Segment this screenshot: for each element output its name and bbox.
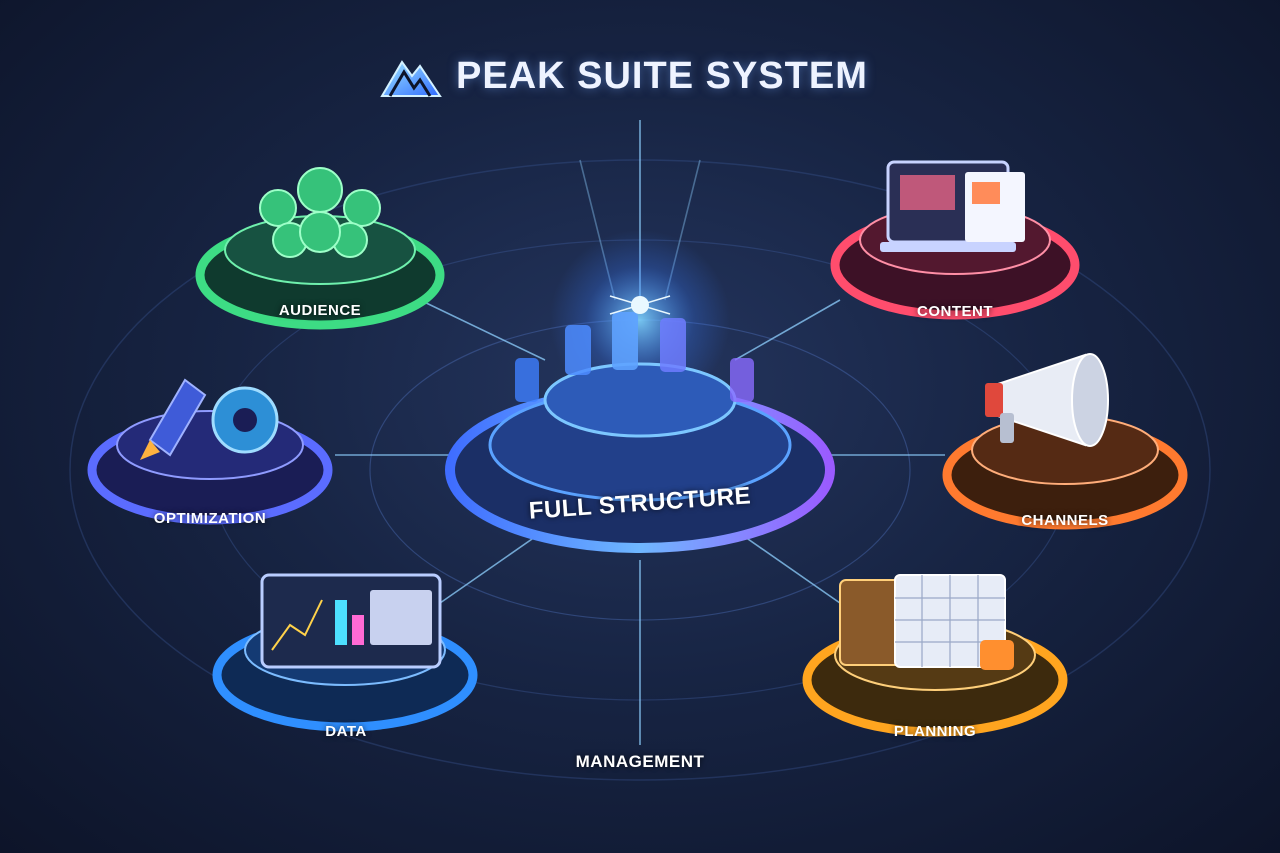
module-optimization xyxy=(87,378,333,525)
laptop-document-icon xyxy=(880,160,1025,252)
label-content: CONTENT xyxy=(917,303,993,320)
calendar-board-icon xyxy=(839,574,1014,670)
hub-platform xyxy=(445,230,835,553)
label-planning: PLANNING xyxy=(893,723,977,740)
label-audience: AUDIENCE xyxy=(278,302,362,319)
label-data: DATA xyxy=(325,723,367,740)
megaphone-icon xyxy=(985,353,1109,447)
label-channels: CHANNELS xyxy=(1021,512,1109,529)
user-group-icon xyxy=(259,167,381,258)
analytics-dashboard-icon xyxy=(260,573,442,669)
module-content xyxy=(830,160,1080,320)
module-audience xyxy=(195,167,445,330)
mountain-peak-icon xyxy=(380,60,442,97)
label-optimization: OPTIMIZATION xyxy=(153,510,267,527)
page-title: PEAK SUITE SYSTEM xyxy=(456,54,868,97)
module-planning xyxy=(802,574,1068,737)
header: PEAK SUITE SYSTEM xyxy=(380,50,868,102)
footer-label: MANAGEMENT xyxy=(575,752,705,771)
rocket-gear-icon xyxy=(140,378,279,460)
module-data xyxy=(212,573,478,732)
center-spark xyxy=(609,295,671,315)
module-channels xyxy=(942,353,1188,530)
